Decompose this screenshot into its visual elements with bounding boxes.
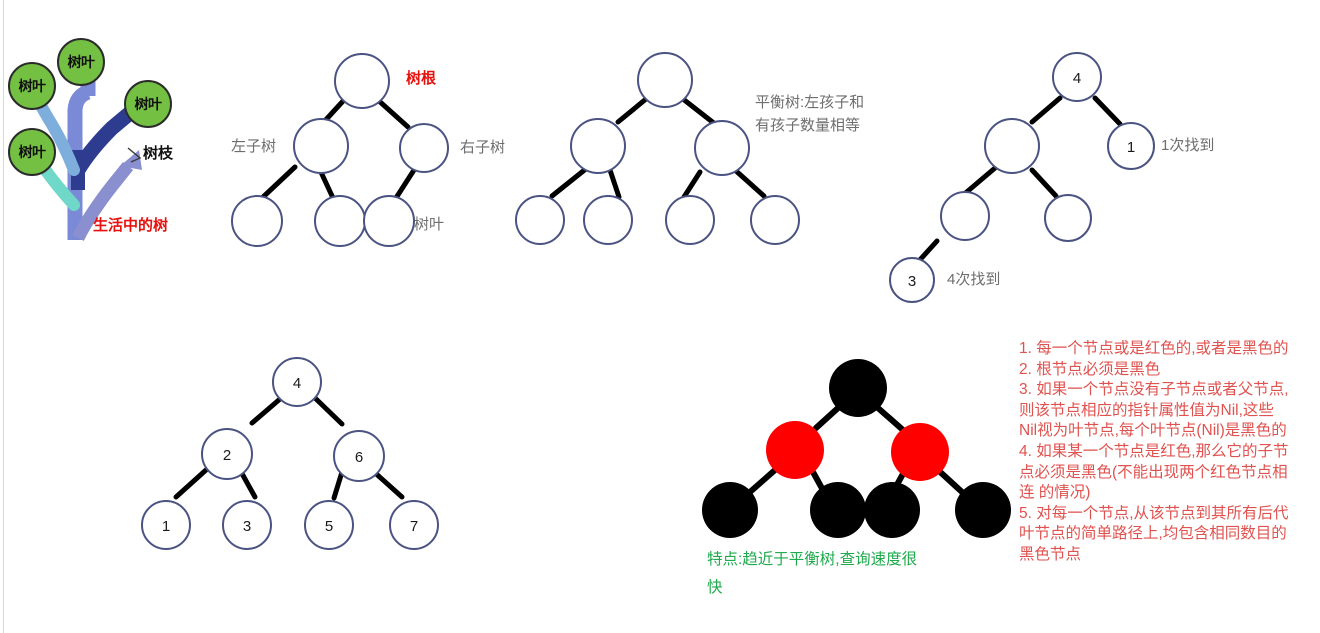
bst-value-1: 1 [162, 518, 170, 535]
rb-node-left-red [766, 421, 824, 479]
bst-value-3: 3 [243, 518, 251, 535]
branch-label: 树枝 [143, 145, 174, 162]
balanced-node-rl [665, 195, 715, 245]
balanced-node-l [570, 118, 626, 174]
bst-node-4 [272, 357, 322, 407]
unbalanced-node-left-left [940, 191, 990, 241]
right-subtree-label: 右子树 [460, 139, 506, 156]
unbalanced-tree-nodes [889, 52, 1155, 303]
bst-node-5 [304, 500, 354, 550]
tree-terms-node-leaf-1 [231, 195, 283, 247]
tree-terms-edges [259, 97, 417, 201]
bst-node-3 [222, 500, 272, 550]
tree-terms-node-root [334, 53, 390, 109]
annotation-one-step: 1次找到 [1161, 137, 1215, 154]
unbalanced-node-right [1107, 122, 1155, 170]
balanced-tree-note-line2: 有孩子数量相等 [755, 117, 861, 134]
left-subtree-label: 左子树 [231, 138, 277, 155]
page-left-rule [3, 0, 4, 633]
bst-nodes [141, 357, 439, 550]
tree-terms-node-leaf-2 [314, 195, 366, 247]
rb-node-leaf-1-black [702, 482, 758, 538]
unbalanced-value-4: 4 [1073, 70, 1081, 87]
balanced-tree-note-line1: 平衡树:左孩子和 [755, 94, 865, 111]
rb-node-root-black [829, 359, 887, 417]
balanced-node-ll [515, 195, 565, 245]
rb-rules-block: 1. 每一个节点或是红色的,或者是黑色的 2. 根节点必须是黑色 3. 如果一个… [1019, 339, 1319, 566]
rb-rule-line: 则该节点相应的指针属性值为Nil,这些 [1019, 401, 1274, 419]
rb-node-leaf-2-black [810, 482, 866, 538]
unbalanced-node-root [1052, 52, 1102, 102]
unbalanced-node-deep-leaf [889, 257, 935, 303]
bst-value-7: 7 [410, 518, 418, 535]
unbalanced-node-left [984, 118, 1040, 174]
rb-node-right-red [891, 423, 949, 481]
balanced-tree-edges [549, 96, 767, 200]
rb-caption-line2: 快 [707, 579, 723, 596]
tree-terms-node-left [293, 118, 349, 174]
bst-node-2 [201, 428, 253, 480]
balanced-node-lr [583, 195, 633, 245]
rb-rule-line: 黑色节点 [1019, 546, 1082, 564]
unbalanced-value-3: 3 [908, 273, 916, 290]
rb-node-leaf-4-black [955, 482, 1011, 538]
rb-rule-line: 连 的情况) [1019, 484, 1091, 502]
rb-rule-line: 5. 对每一个节点,从该节点到其所有后代 [1019, 504, 1289, 522]
bst-value-2: 2 [223, 447, 231, 464]
bst-node-1 [141, 500, 191, 550]
tree-terms-node-leaf-3 [363, 195, 415, 247]
rb-rule-line: 4. 如果某一个节点是红色,那么它的子节 [1019, 443, 1289, 461]
balanced-node-r [694, 120, 750, 176]
unbalanced-node-left-right [1044, 194, 1092, 242]
unbalanced-tree-edges [915, 95, 1123, 265]
balanced-node-root [637, 52, 693, 108]
tree-terms-nodes [231, 53, 449, 247]
leaf-node-label: 树叶 [414, 216, 445, 233]
rb-rule-line: 点必须是黑色(不能出现两个红色节点相 [1019, 463, 1288, 481]
rb-caption-line1: 特点:趋近于平衡树,查询速度很 [707, 551, 918, 568]
bst-value-6: 6 [355, 449, 363, 466]
rb-rule-line: 1. 每一个节点或是红色的,或者是黑色的 [1019, 340, 1289, 357]
bst-node-7 [389, 500, 439, 550]
bst-node-6 [333, 430, 385, 482]
annotation-four-steps: 4次找到 [947, 271, 1001, 288]
rb-rule-line: 3. 如果一个节点没有子节点或者父节点, [1019, 381, 1289, 399]
rb-rule-line: 2. 根节点必须是黑色 [1019, 360, 1161, 378]
balanced-tree-nodes [515, 52, 800, 245]
bst-edges [173, 395, 405, 501]
leaf-badge-right: 树叶 [124, 80, 172, 128]
bst-value-5: 5 [325, 518, 333, 535]
node-value-texts: 4 1 3 4 2 6 1 3 5 7 [162, 70, 1135, 535]
rb-node-leaf-3-black [864, 482, 920, 538]
rb-rule-line: Nil视为叶节点,每个叶节点(Nil)是黑色的 [1019, 422, 1287, 440]
rb-tree-nodes [702, 359, 1011, 538]
leaf-badge-upper-left: 树叶 [8, 62, 56, 110]
tree-terms-node-right [399, 123, 449, 173]
leaf-badge-lower-left: 树叶 [8, 128, 56, 176]
rb-rule-line: 叶节点的简单路径上,均包含相同数目的 [1019, 525, 1287, 543]
root-label: 树根 [406, 70, 437, 87]
real-tree-caption: 生活中的树 [93, 217, 169, 234]
leaf-badge-top: 树叶 [57, 38, 105, 86]
balanced-node-rr [750, 195, 800, 245]
bst-value-4: 4 [293, 375, 301, 392]
unbalanced-value-1: 1 [1127, 139, 1135, 156]
